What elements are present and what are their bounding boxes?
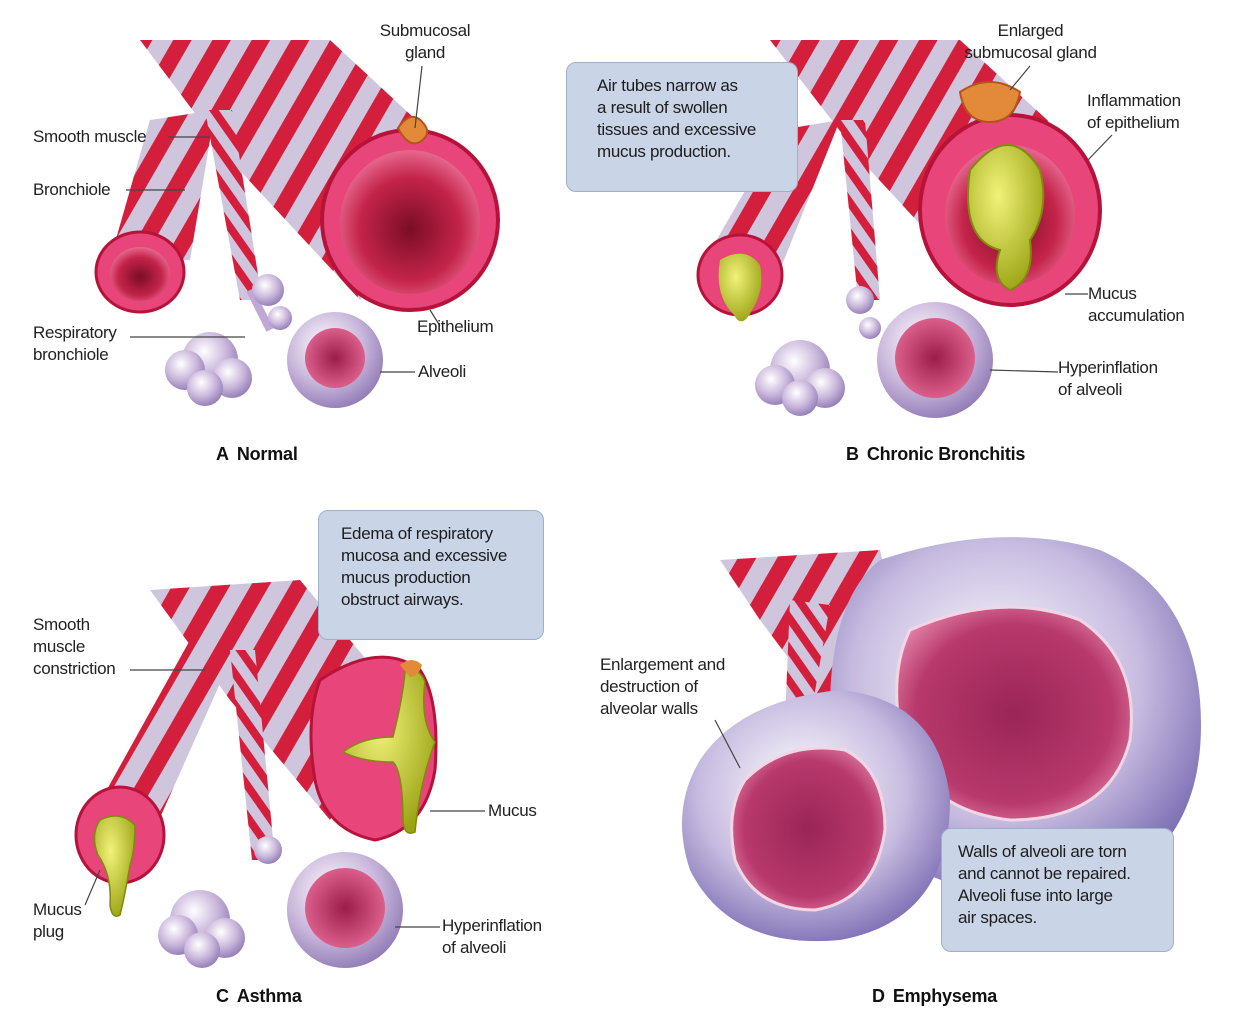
caption-a-text: Normal	[237, 444, 298, 464]
caption-b-text: Chronic Bronchitis	[867, 444, 1025, 464]
label-inflammation: Inflammation of epithelium	[1087, 90, 1181, 134]
label-alveoli: Alveoli	[418, 361, 466, 383]
label-mucus-accumulation: Mucus accumulation	[1088, 283, 1185, 327]
panel-a-art	[96, 40, 498, 408]
label-smooth-muscle: Smooth muscle	[33, 126, 146, 148]
alveoli-cluster-left	[165, 332, 252, 406]
label-enlarged-gland: Enlarged submucosal gland	[948, 20, 1113, 64]
callout-d: Walls of alveoli are torn and cannot be …	[941, 828, 1174, 952]
label-epithelium: Epithelium	[417, 316, 493, 338]
caption-c-letter: C	[216, 986, 229, 1006]
alveoli-cluster-left-c	[158, 890, 245, 968]
label-hyperinflation-b: Hyperinflation of alveoli	[1058, 357, 1158, 401]
alveoli-hyperinflated-b	[877, 302, 993, 418]
caption-a: A Normal	[216, 444, 298, 465]
label-respiratory-bronchiole: Respiratory bronchiole	[33, 322, 117, 366]
caption-b-letter: B	[846, 444, 859, 464]
caption-c-text: Asthma	[237, 986, 302, 1006]
label-hyperinflation-c: Hyperinflation of alveoli	[442, 915, 542, 959]
label-mucus: Mucus	[488, 800, 537, 822]
label-smooth-muscle-constriction: Smooth muscle constriction	[33, 614, 115, 680]
label-bronchiole: Bronchiole	[33, 179, 110, 201]
label-mucus-plug: Mucus plug	[33, 899, 82, 943]
caption-d-letter: D	[872, 986, 885, 1006]
alveoli-hyperinflated-c	[287, 852, 403, 968]
alveoli-cluster-right	[287, 312, 383, 408]
caption-b: B Chronic Bronchitis	[846, 444, 1025, 465]
caption-d-text: Emphysema	[893, 986, 997, 1006]
alveoli-cluster-left-b	[755, 340, 845, 416]
caption-d: D Emphysema	[872, 986, 997, 1007]
label-submucosal-gland: Submucosal gland	[370, 20, 480, 64]
caption-a-letter: A	[216, 444, 229, 464]
caption-c: C Asthma	[216, 986, 302, 1007]
label-enlargement: Enlargement and destruction of alveolar …	[600, 654, 725, 720]
callout-b: Air tubes narrow as a result of swollen …	[566, 62, 798, 192]
callout-c: Edema of respiratory mucosa and excessiv…	[318, 510, 544, 640]
